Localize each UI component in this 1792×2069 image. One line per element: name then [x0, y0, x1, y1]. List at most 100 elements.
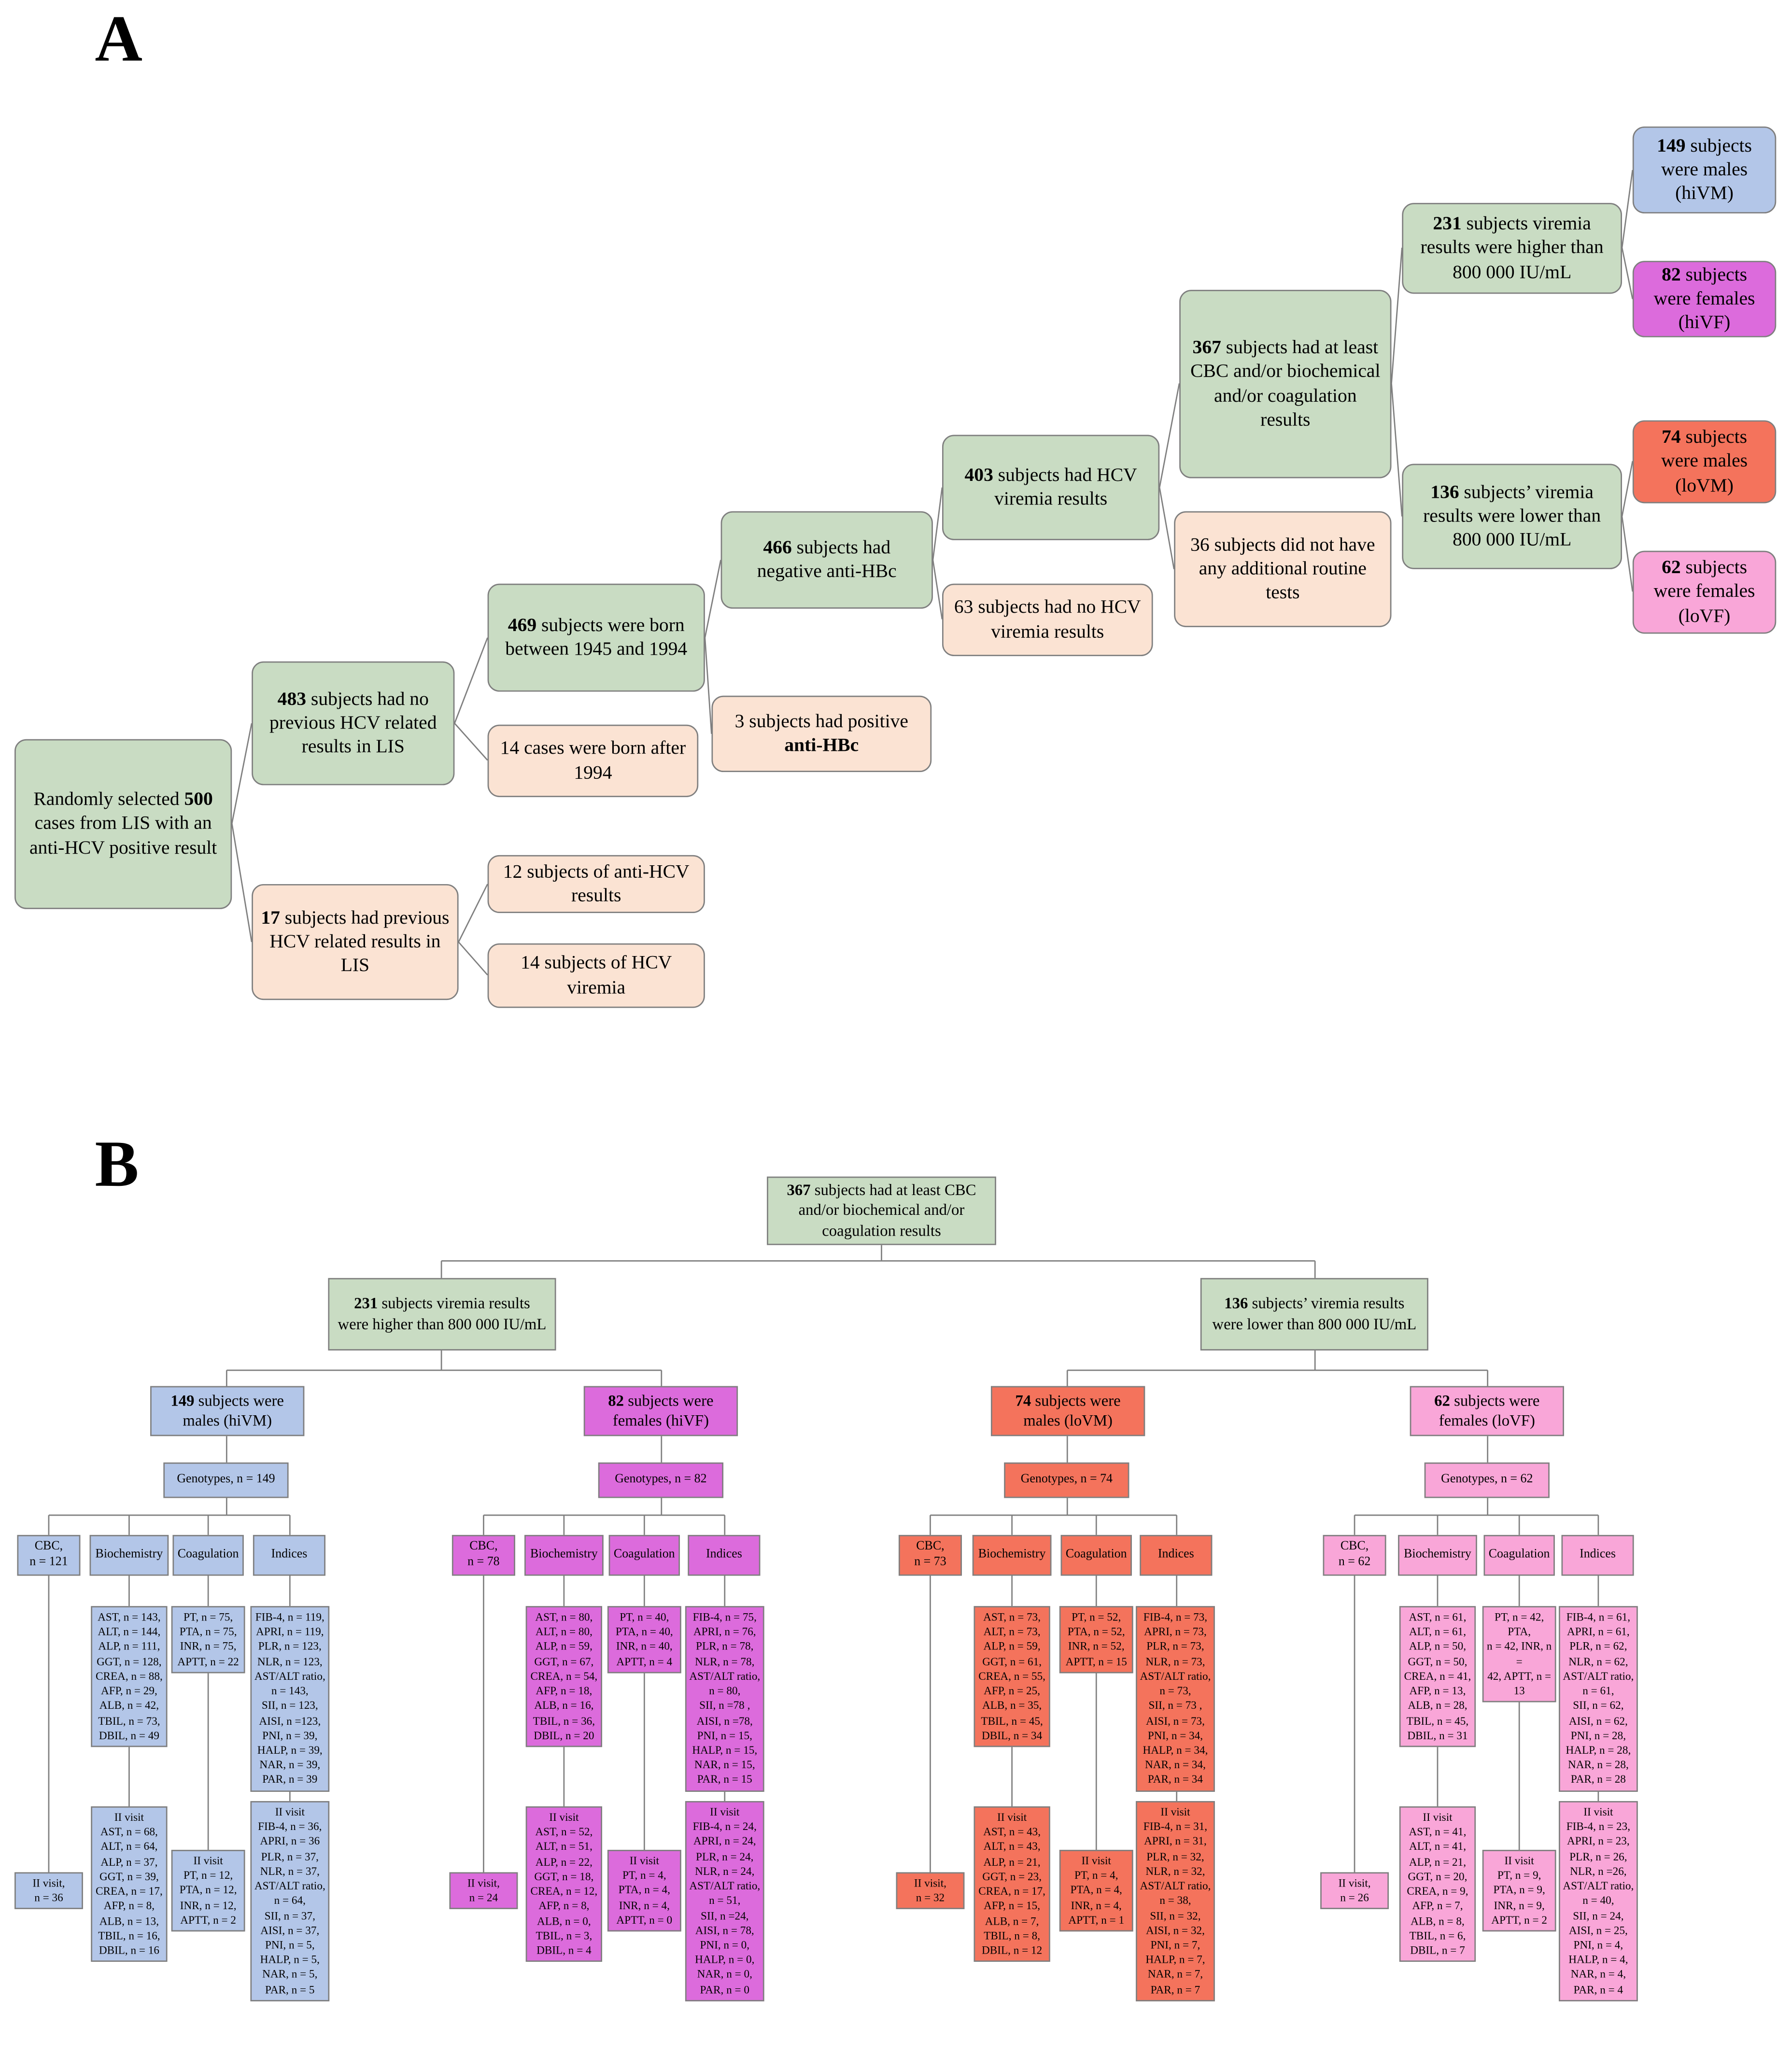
text-post: subjects viremia results were higher tha…: [1420, 213, 1604, 283]
text-pre: 14 subjects of HCV viremia: [521, 953, 672, 998]
lovm-indices-label: Indices: [1140, 1534, 1213, 1576]
hivf-biochemistry-results: AST, n = 80, ALT, n = 80, ALP, n = 59, G…: [525, 1606, 603, 1747]
hivm-indices-results: FIB-4, n = 119, APRI, n = 119, PLR, n = …: [250, 1606, 330, 1791]
lovf-cbc-second-visit: II visit, n = 26: [1320, 1872, 1389, 1910]
b-node-367: 367 subjects had at least CBC and/or bio…: [767, 1176, 996, 1245]
text-post: subjects’ viremia results were lower tha…: [1423, 481, 1601, 551]
hivm-gender-box: 149 subjects were males (hiVM): [150, 1386, 305, 1436]
text-bold: 469: [508, 615, 537, 636]
node-469-born: 469 subjects were born between 1945 and …: [487, 583, 705, 692]
text-bold: 149: [1657, 135, 1686, 156]
text-pre: 12 subjects of anti-HCV results: [503, 861, 690, 907]
node-63-no-viremia: 63 subjects had no HCV viremia results: [942, 583, 1153, 656]
node-text: 136 subjects’ viremia results were lower…: [1411, 480, 1612, 553]
node-text: 136 subjects’ viremia results were lower…: [1210, 1295, 1419, 1334]
node-500-selected: Randomly selected 500 cases from LIS wit…: [14, 739, 232, 909]
text-bold: 149: [170, 1391, 195, 1410]
hivf-indices-results: FIB-4, n = 75, APRI, n = 76, PLR, n = 78…: [685, 1606, 764, 1791]
text-post: subjects had previous HCV related result…: [269, 907, 450, 977]
node-text: 231 subjects viremia results were higher…: [338, 1295, 547, 1334]
node-483-no-previous: 483 subjects had no previous HCV related…: [252, 661, 455, 786]
hivm-indices-label: Indices: [253, 1534, 325, 1576]
lovf-genotypes-box: Genotypes, n = 62: [1424, 1462, 1550, 1498]
text-post: subjects had HCV viremia results: [993, 464, 1137, 510]
lovf-coagulation-second-visit: II visit PT, n = 9, PTA, n = 9, INR, n =…: [1482, 1850, 1556, 1932]
hivm-coagulation-second-visit: II visit PT, n = 12, PTA, n = 12, INR, n…: [171, 1850, 245, 1932]
text-post: subjects had at least CBC and/or biochem…: [1190, 337, 1381, 431]
lovf-gender-box: 62 subjects were females (loVF): [1410, 1386, 1564, 1436]
node-text: 403 subjects had HCV viremia results: [951, 464, 1150, 512]
node-text: 62 subjects were females (loVF): [1642, 556, 1767, 629]
lovm-indices-second-visit: II visit FIB-4, n = 31, APRI, n = 31, PL…: [1136, 1801, 1215, 2001]
node-text: 466 subjects had negative anti-HBc: [730, 536, 924, 584]
text-bold: 136: [1224, 1294, 1248, 1313]
panel-a-lines: [231, 169, 1634, 976]
node-231-high-viremia: 231 subjects viremia results were higher…: [1402, 203, 1623, 294]
node-text: 14 subjects of HCV viremia: [497, 952, 696, 1000]
hivf-cbc-second-visit: II visit, n = 24: [449, 1872, 518, 1910]
hivf-gender-box: 82 subjects were females (hiVF): [583, 1386, 738, 1436]
node-3-positive-antihbc: 3 subjects had positive anti-HBc: [711, 695, 932, 773]
text-pre: 3 subjects had positive: [734, 711, 908, 732]
node-17-previous: 17 subjects had previous HCV related res…: [252, 884, 459, 1000]
b-node-136-low: 136 subjects’ viremia results were lower…: [1200, 1278, 1428, 1351]
text-bold: 62: [1434, 1391, 1450, 1410]
node-text: 62 subjects were females (loVF): [1419, 1391, 1555, 1431]
text-post: subjects were males (loVM): [1023, 1391, 1121, 1430]
text-post: subjects were females (loVF): [1653, 557, 1755, 627]
node-text: 231 subjects viremia results were higher…: [1411, 212, 1612, 285]
hivf-cbc-label: CBC, n = 78: [452, 1534, 515, 1576]
hivm-genotypes-box: Genotypes, n = 149: [163, 1462, 289, 1498]
text-post: subjects were born between 1945 and 1994: [505, 615, 688, 661]
hivf-biochemistry-second-visit: II visit AST, n = 52, ALT, n = 51, ALP, …: [525, 1806, 603, 1962]
text-bold: 74: [1662, 427, 1681, 449]
text-post: subjects had negative anti-HBc: [757, 537, 897, 583]
hivf-indices-second-visit: II visit FIB-4, n = 24, APRI, n = 24, PL…: [685, 1801, 764, 2001]
text-bold: 62: [1662, 557, 1681, 579]
lovm-coagulation-second-visit: II visit PT, n = 4, PTA, n = 4, INR, n =…: [1059, 1850, 1133, 1932]
hivf-biochemistry-label: Biochemistry: [524, 1534, 604, 1576]
node-text: 367 subjects had at least CBC and/or bio…: [1188, 336, 1382, 432]
hivf-genotypes-box: Genotypes, n = 82: [598, 1462, 724, 1498]
node-62-lovf: 62 subjects were females (loVF): [1632, 550, 1777, 634]
text-bold: 82: [608, 1391, 624, 1410]
node-text: 149 subjects were males (hiVM): [1642, 134, 1767, 206]
text-post: subjects were females (hiVF): [612, 1391, 714, 1430]
node-14-born-after: 14 cases were born after 1994: [487, 724, 699, 797]
text-bold: 367: [1192, 337, 1221, 359]
lovf-biochemistry-results: AST, n = 61, ALT, n = 61, ALP, n = 50, G…: [1399, 1606, 1476, 1747]
panel-a-label: A: [95, 1, 142, 75]
hivm-indices-second-visit: II visit FIB-4, n = 36, APRI, n = 36 PLR…: [250, 1801, 330, 2001]
lovm-biochemistry-label: Biochemistry: [972, 1534, 1052, 1576]
panel-b-label: B: [95, 1126, 139, 1200]
text-post: subjects viremia results were higher tha…: [338, 1294, 547, 1333]
node-466-negative-antihbc: 466 subjects had negative anti-HBc: [720, 511, 933, 609]
text-post: cases from LIS with an anti-HCV positive…: [29, 813, 217, 859]
node-text: 469 subjects were born between 1945 and …: [497, 614, 696, 662]
lovm-biochemistry-second-visit: II visit AST, n = 43, ALT, n = 43, ALP, …: [974, 1806, 1050, 1962]
text-bold: 231: [1433, 213, 1462, 235]
node-text: Randomly selected 500 cases from LIS wit…: [24, 788, 223, 860]
text-bold: 136: [1430, 481, 1459, 503]
text-pre: 36 subjects did not have any additional …: [1190, 534, 1375, 604]
text-post: subjects were females (hiVF): [1653, 264, 1755, 334]
hivm-cbc-second-visit: II visit, n = 36: [14, 1872, 83, 1910]
node-text: 74 subjects were males (loVM): [1000, 1391, 1136, 1431]
lovm-coagulation-results: PT, n = 52, PTA, n = 52, INR, n = 52, AP…: [1059, 1606, 1133, 1674]
text-bold: 82: [1662, 264, 1681, 286]
b-node-231-high: 231 subjects viremia results were higher…: [328, 1278, 556, 1351]
panel-b-lines: [48, 1245, 1599, 1872]
text-bold: 466: [763, 537, 792, 559]
hivm-biochemistry-results: AST, n = 143, ALT, n = 144, ALP, n = 111…: [91, 1606, 168, 1747]
text-pre: 14 cases were born after 1994: [500, 738, 686, 784]
text-bold: 231: [354, 1294, 378, 1313]
lovm-cbc-label: CBC, n = 73: [898, 1534, 962, 1576]
lovf-indices-second-visit: II visit FIB-4, n = 23, APRI, n = 23, PL…: [1559, 1801, 1638, 2001]
text-post: subjects’ viremia results were lower tha…: [1212, 1294, 1417, 1333]
lovf-coagulation-results: PT, n = 42, PTA, n = 42, INR, n = 42, AP…: [1482, 1606, 1556, 1703]
hivf-coagulation-second-visit: II visit PT, n = 4, PTA, n = 4, INR, n =…: [607, 1850, 681, 1932]
node-text: 149 subjects were males (hiVM): [159, 1391, 295, 1431]
lovf-indices-label: Indices: [1561, 1534, 1634, 1576]
text-post: subjects were males (hiVM): [1661, 135, 1752, 205]
